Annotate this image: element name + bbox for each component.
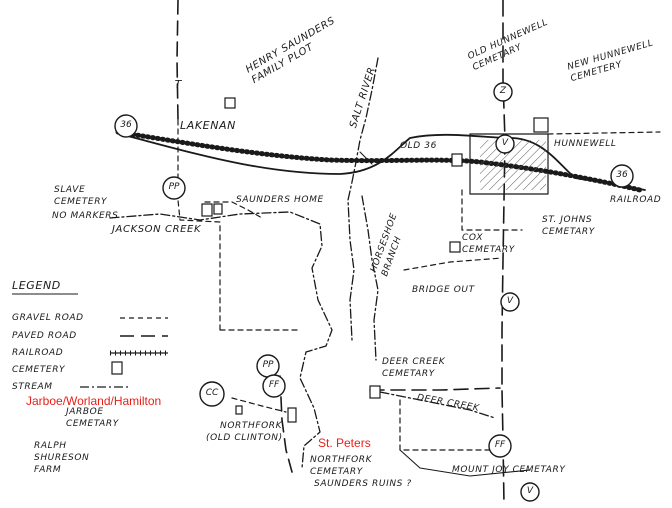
route-pp-lakenan-marker (162, 176, 186, 200)
route-pp-lakenan-label: PP (168, 182, 180, 192)
route-ff-north-label: FF (268, 380, 280, 390)
route-v-top-marker (495, 134, 515, 154)
jarboe-worland-hamilton-annotation: Jarboe/Worland/Hamilton (26, 394, 162, 408)
hunnewell-box (469, 133, 549, 195)
legend-gravel-label: GRAVEL ROAD (12, 313, 84, 323)
henry-saunders-cemetery-symbol (224, 97, 236, 109)
jarboe-cemetery-symbol (235, 405, 243, 415)
route-ff-north-marker (262, 374, 286, 398)
new-hunnewell-cemetery-symbol (533, 117, 549, 133)
saunders-home-symbol (213, 203, 223, 215)
jackson-creek-stream (109, 211, 333, 469)
old-36-label: OLD 36 (400, 141, 437, 151)
mount-joy-cemetery-label: MOUNT JOY CEMETARY (452, 465, 566, 475)
route-36-east-label: 36 (616, 170, 628, 180)
gravel-road-cox (403, 257, 503, 271)
railroad-ties (115, 129, 643, 193)
st-johns-cemetery-label: ST. JOHNS CEMETARY (542, 215, 595, 237)
horseshoe-branch-stream (361, 195, 379, 361)
hunnewell-label: HUNNEWELL (554, 139, 617, 149)
old-clinton-label: (OLD CLINTON) (206, 433, 283, 443)
route-36-east-marker (610, 164, 634, 188)
st-peters-annotation: St. Peters (318, 436, 371, 450)
gravel-road-pp (177, 119, 221, 331)
gravel-road-saunders (204, 201, 263, 219)
route-pp-north-label: PP (262, 360, 274, 370)
salt-river-stream (347, 57, 379, 341)
saunders-ruins-label: SAUNDERS RUINS ? (314, 479, 412, 489)
railroad-label: RAILROAD (610, 195, 662, 205)
route-v-bottom-label: V (526, 486, 534, 496)
route-v-mid-marker (500, 292, 520, 312)
northfork-label: NORTHFORK (220, 421, 283, 431)
lakenan-label: LAKENAN (180, 119, 236, 132)
deer-creek-stream (379, 391, 496, 419)
route-z-marker (493, 82, 513, 102)
legend-paved-label: PAVED ROAD (12, 331, 77, 341)
paved-road-east (369, 387, 501, 391)
jackson-creek-label: JACKSON CREEK (112, 224, 202, 235)
route-cc-label: CC (205, 388, 219, 398)
route-36-west-label: 36 (120, 120, 132, 130)
legend-cemetery-label: CEMETERY (12, 365, 66, 375)
deer-creek-cemetery-symbol (369, 385, 381, 399)
ralph-shureson-farm-label: RALPH SHURESON FARM (34, 441, 90, 475)
route-ff-east-marker (488, 434, 512, 458)
northfork-cemetery-label: NORTHFORK CEMETARY (310, 455, 373, 477)
deer-creek-cemetery-label: DEER CREEK CEMETARY (382, 357, 446, 379)
salt-river-arrow (359, 151, 373, 165)
route-z-label: Z (499, 86, 507, 96)
old-hunnewell-cemetery-symbol (451, 153, 463, 167)
route-v-top-label: V (501, 138, 509, 148)
route-v-bottom-marker (520, 482, 540, 502)
legend-cemetery-sample (111, 361, 123, 375)
bridge-out-label: BRIDGE OUT (412, 285, 475, 295)
legend-stream-label: STREAM (12, 382, 53, 392)
route-v-mid-label: V (506, 296, 514, 306)
cox-cemetery-symbol (449, 241, 461, 253)
jarboe-cemetery-label: JARBOE CEMETARY (66, 407, 119, 429)
legend-railroad-label: RAILROAD (12, 348, 64, 358)
highway-t-road (176, 0, 179, 121)
route-36-west-marker (114, 114, 138, 138)
route-cc-marker (199, 381, 225, 407)
old-36-road (119, 133, 646, 191)
slave-cemetery-label: SLAVE CEMETERY (54, 185, 108, 207)
saunders-home-label: SAUNDERS HOME (236, 195, 324, 205)
cox-cemetery-label: COX CEMETARY (462, 233, 515, 255)
new-hunnewell-line (547, 131, 661, 135)
paved-road-ff (279, 375, 293, 473)
no-markers-label: NO MARKERS (52, 211, 119, 221)
route-t-label: T (174, 78, 182, 91)
mount-joy-connector (399, 449, 531, 477)
legend-title: LEGEND (12, 279, 61, 292)
slave-cemetery-symbol (201, 203, 213, 217)
gravel-road-st-johns (461, 189, 523, 231)
northfork-cemetery-symbol (287, 407, 297, 423)
gravel-road-southwest (231, 397, 287, 413)
route-ff-east-label: FF (494, 440, 506, 450)
